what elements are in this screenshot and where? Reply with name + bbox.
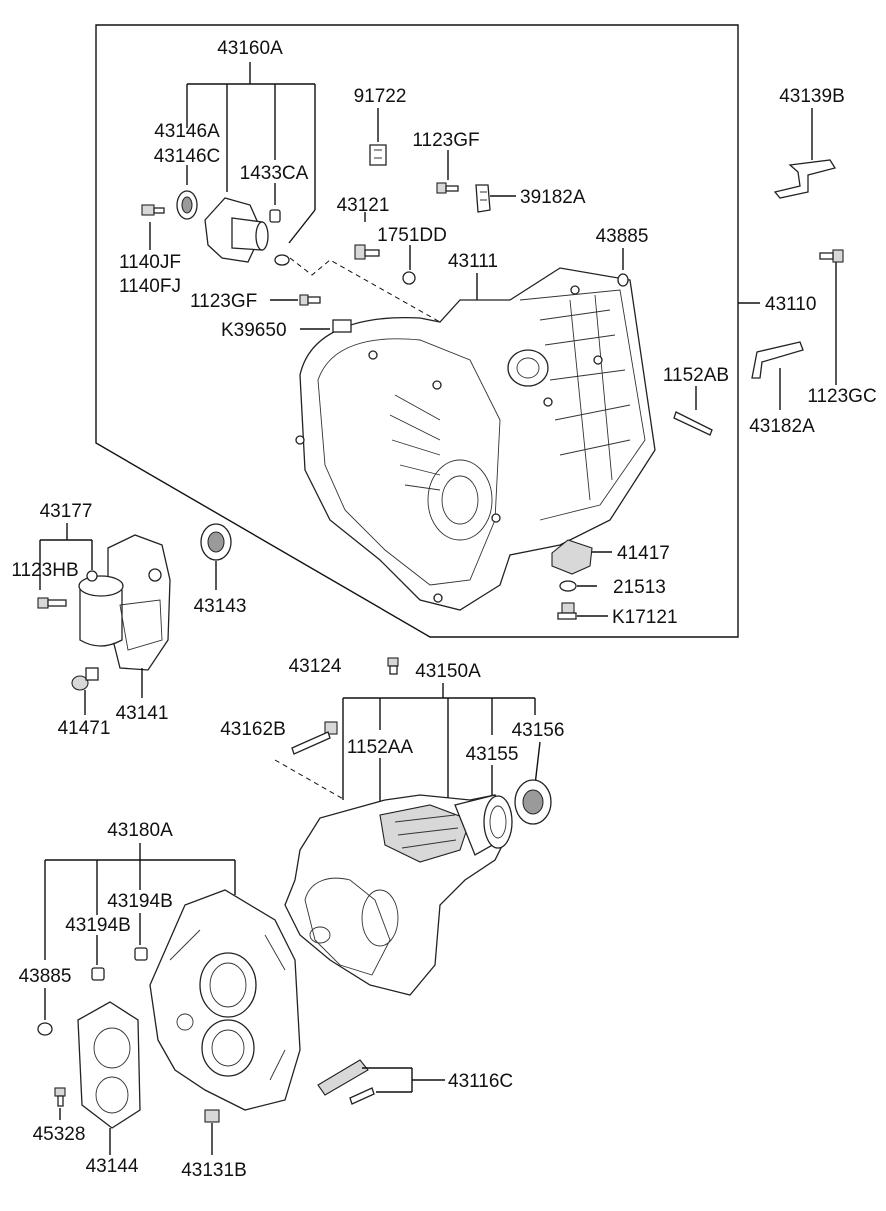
label-39182A: 39182A <box>520 187 586 208</box>
label-K17121: K17121 <box>612 607 678 628</box>
label-43162B: 43162B <box>220 719 286 740</box>
leader-group-43116C <box>362 1067 445 1093</box>
label-43885-lower: 43885 <box>19 966 72 987</box>
label-43110: 43110 <box>765 294 816 315</box>
leader-group-43177 <box>39 523 93 590</box>
label-91722: 91722 <box>354 86 407 107</box>
bolt-1123GF-lower <box>299 294 321 306</box>
label-43121: 43121 <box>337 195 390 216</box>
bolt-43121 <box>354 244 380 260</box>
dowel-43194B-lower <box>91 967 105 981</box>
bolt-1123GC <box>819 249 844 263</box>
stud-1152AB <box>673 411 713 436</box>
label-43143: 43143 <box>194 596 247 617</box>
label-43150A: 43150A <box>415 661 481 682</box>
label-43124: 43124 <box>289 656 342 677</box>
label-43144: 43144 <box>86 1156 139 1177</box>
oil-seal-43143 <box>200 523 232 561</box>
label-43182A: 43182A <box>749 416 815 437</box>
clip-39182A <box>475 184 491 213</box>
bolt-43162B <box>291 721 338 755</box>
bolt-1123HB <box>37 597 67 609</box>
main-case-group-frame <box>95 24 739 638</box>
washer-21513 <box>559 580 577 592</box>
label-43885-upper: 43885 <box>596 226 649 247</box>
label-1433CA: 1433CA <box>240 163 309 184</box>
label-43177: 43177 <box>40 501 93 522</box>
label-43156: 43156 <box>512 720 565 741</box>
label-1123GF-lower: 1123GF <box>190 291 257 312</box>
gasket-43144 <box>77 1001 141 1129</box>
oil-seal-43146C <box>176 190 198 220</box>
part-number-labels: 43160A 91722 43146A 43146C 1433CA 1123GF… <box>11 38 876 1181</box>
adapter-case-43150A <box>284 794 513 996</box>
label-41417: 41417 <box>617 543 670 564</box>
label-1140JF: 1140JF <box>119 252 181 273</box>
bolt-45328 <box>54 1087 66 1107</box>
label-41471: 41471 <box>58 718 111 739</box>
oil-seal-43156 <box>514 779 552 825</box>
bolt-1140JF <box>141 204 165 216</box>
label-1152AA: 1152AA <box>347 737 414 758</box>
plug-43124 <box>387 657 399 675</box>
label-43194B-upper: 43194B <box>107 891 173 912</box>
leader-group-43180A <box>44 843 236 1020</box>
dowel-43194B-upper <box>134 947 148 961</box>
leader-group-43160A <box>186 62 316 244</box>
label-43141: 43141 <box>116 703 169 724</box>
extension-housing-43141 <box>78 534 171 671</box>
bearing-retainer-43160A <box>204 197 269 263</box>
label-1152AB: 1152AB <box>663 365 729 386</box>
alignment-dashed-upper-left <box>289 257 441 323</box>
label-43146C: 43146C <box>154 146 221 167</box>
label-43131B: 43131B <box>181 1160 247 1181</box>
label-43111: 43111 <box>448 251 498 272</box>
washer-1751DD <box>402 271 416 285</box>
label-43160A: 43160A <box>217 38 283 59</box>
transmission-case-43111 <box>295 267 656 611</box>
label-43194B-lower: 43194B <box>65 915 131 936</box>
label-43116C: 43116C <box>448 1071 513 1092</box>
label-21513: 21513 <box>613 577 666 598</box>
sleeve-1433CA <box>269 209 281 223</box>
alignment-dashed-lower <box>274 759 346 801</box>
label-43139B: 43139B <box>779 86 845 107</box>
sealant-tube-43116C <box>317 1059 375 1105</box>
label-1140FJ: 1140FJ <box>119 276 181 297</box>
label-43146A: 43146A <box>154 121 220 142</box>
label-1123GC: 1123GC <box>807 386 876 407</box>
plug-K17121 <box>557 602 577 620</box>
bolt-1123GF-upper <box>436 182 459 194</box>
bracket-43139B <box>773 159 837 199</box>
label-1751DD: 1751DD <box>377 225 447 246</box>
label-43180A: 43180A <box>107 820 173 841</box>
plug-43885-lower <box>37 1022 53 1036</box>
bracket-43182A <box>751 341 804 379</box>
clip-43131B <box>204 1109 220 1123</box>
plug-43885-upper <box>617 273 629 287</box>
label-1123GF-upper: 1123GF <box>412 130 479 151</box>
label-K39650: K39650 <box>221 320 287 341</box>
plug-41471 <box>71 667 99 691</box>
clip-K39650 <box>332 319 352 333</box>
label-45328: 45328 <box>33 1124 86 1145</box>
cover-41417 <box>551 539 593 575</box>
label-43155: 43155 <box>466 744 519 765</box>
washer-1123HB <box>86 570 98 582</box>
o-ring-part <box>274 254 290 266</box>
bracket-91722 <box>369 144 387 166</box>
housing-43180A <box>149 889 301 1111</box>
label-1123HB: 1123HB <box>11 560 78 581</box>
